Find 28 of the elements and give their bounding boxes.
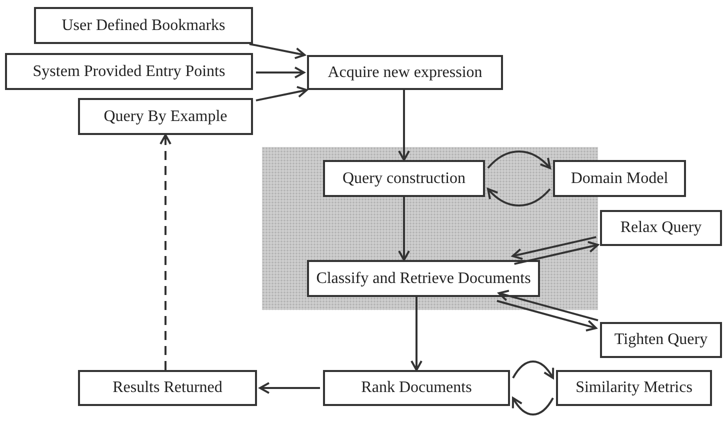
arrow (498, 290, 598, 322)
arrow (514, 241, 599, 265)
arrow (512, 397, 554, 416)
process-box: Relax Query (600, 210, 722, 246)
process-box: Domain Model (553, 160, 686, 197)
arrow (512, 236, 596, 260)
arrow (259, 382, 320, 394)
arrow (249, 43, 306, 60)
arrow (512, 360, 554, 379)
process-box: Tighten Query (600, 322, 722, 358)
arrow (398, 90, 410, 161)
process-box: System Provided Entry Points (5, 53, 253, 90)
process-box: Classify and Retrieve Documents (307, 260, 540, 297)
arrow (487, 150, 551, 169)
process-box: Similarity Metrics (556, 370, 712, 406)
arrow (487, 188, 551, 206)
arrow (160, 134, 172, 370)
arrow (496, 300, 597, 332)
arrow (256, 86, 308, 102)
process-box: Query By Example (78, 98, 253, 135)
arrow (256, 66, 305, 78)
arrow (398, 197, 410, 261)
process-box: Results Returned (78, 370, 257, 406)
process-box: Rank Documents (323, 370, 510, 406)
process-box: Acquire new expression (307, 55, 503, 90)
process-box: User Defined Bookmarks (34, 7, 253, 44)
arrow (410, 297, 422, 371)
process-box: Query construction (323, 160, 485, 197)
